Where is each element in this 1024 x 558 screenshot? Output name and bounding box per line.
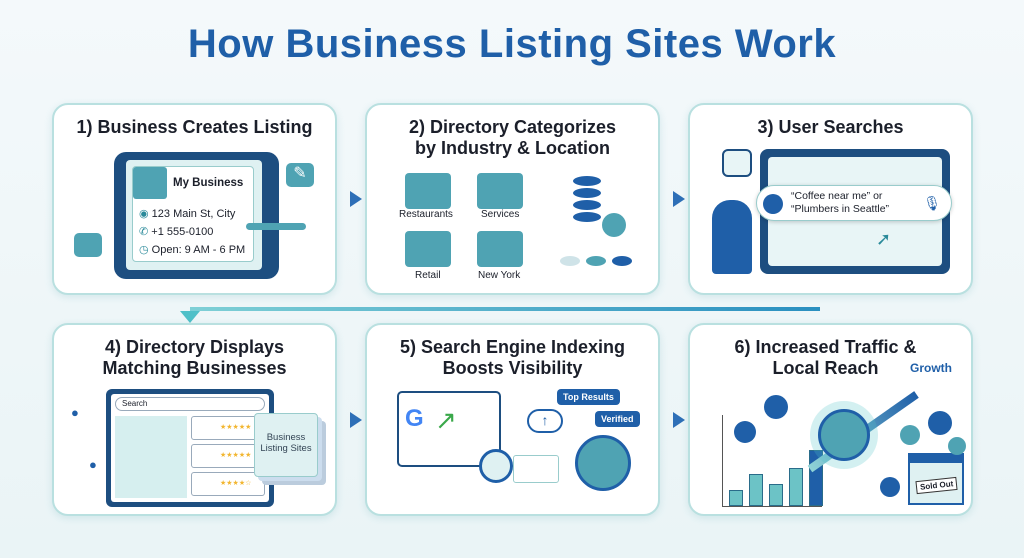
stack-label: Business Listing Sites [260, 432, 312, 454]
filter-icon [602, 213, 626, 237]
microphone-icon: 🎙 [923, 195, 941, 211]
pencil-icon: ✎ [286, 163, 314, 187]
cloud-upload-icon: ↑ [527, 409, 563, 433]
search-bar: “Coffee near me” or “Plumbers in Seattle… [756, 185, 952, 221]
database-small-icon [559, 255, 581, 267]
phone-icon: ✆ [139, 226, 152, 238]
chat-phone-icon [900, 425, 920, 445]
connector-arrow [180, 311, 200, 323]
person-icon [712, 200, 752, 274]
step-title: 2) Directory Categorizes by Industry & L… [408, 117, 617, 158]
smiley-icon [948, 437, 966, 455]
step-2-card: 2) Directory Categorizes by Industry & L… [365, 103, 660, 295]
step-title: 1) Business Creates Listing [76, 117, 313, 137]
retail-folder-icon [405, 231, 451, 267]
map-pin-icon: ● [89, 457, 97, 472]
step-6-card: 6) Increased Traffic & Local Reach Growt… [688, 323, 973, 516]
sold-out-sign: Sold Out [915, 476, 958, 495]
category-label: Retail [415, 270, 441, 281]
hours: ◷ Open: 9 AM - 6 PM [139, 244, 246, 256]
step-5-card: 5) Search Engine Indexing Boosts Visibil… [365, 323, 660, 516]
listing-sites-stack: Business Listing Sites [254, 413, 318, 477]
database-small-icon [585, 255, 607, 267]
trend-arrow-icon: ↗ [435, 405, 457, 435]
search-query: “Coffee near me” or “Plumbers in Seattle… [791, 190, 890, 215]
database-small-icon [611, 255, 633, 267]
step-4-card: 4) Directory Displays Matching Businesse… [52, 323, 337, 516]
globe-icon [575, 435, 631, 491]
web-magnifier-icon [479, 449, 513, 483]
step-1-card: 1) Business Creates Listing My Business … [52, 103, 337, 295]
phone-icon [734, 421, 756, 443]
pin-icon: ◉ [139, 208, 152, 220]
arrow-2-3 [673, 191, 685, 207]
cursor-icon: ➚ [876, 229, 892, 249]
step-3-card: 3) User Searches “Coffee near me” or “Pl… [688, 103, 973, 295]
user-edit-icon [74, 233, 102, 257]
page-title: How Business Listing Sites Work [187, 22, 837, 66]
phone: ✆ +1 555-0100 [139, 226, 214, 238]
arrow-5-6 [673, 412, 685, 428]
location-folder-icon [477, 231, 523, 267]
result-card [513, 455, 559, 483]
category-label: Services [481, 209, 520, 220]
restaurants-folder-icon [405, 173, 451, 209]
step-title: 3) User Searches [757, 117, 904, 137]
verified-badge: Verified [595, 411, 640, 427]
top-results-badge: Top Results [557, 389, 620, 405]
footprint-icon [764, 395, 788, 419]
clock-icon: ◷ [139, 244, 152, 256]
map-pin-icon: ● [71, 405, 79, 420]
search-input[interactable]: Search [115, 397, 265, 411]
listing-row: ★★★★☆ [191, 472, 265, 496]
browser-bubble-icon [928, 411, 952, 435]
globe-icon [818, 409, 870, 461]
arrow-4-5 [350, 412, 362, 428]
services-folder-icon [477, 173, 523, 209]
stylus-icon [246, 223, 306, 230]
business-name: My Business [173, 177, 244, 189]
cursor-icon [880, 477, 900, 497]
store-icon [133, 167, 167, 199]
connector-line [190, 307, 820, 311]
magnifier-icon [722, 149, 752, 177]
google-icon: G [405, 405, 424, 432]
tablet-illustration: My Business ◉ 123 Main St, City ✆ +1 555… [114, 152, 279, 279]
user-icon [763, 194, 783, 214]
step-title: 4) Directory Displays Matching Businesse… [102, 337, 287, 378]
step-title: 6) Increased Traffic & Local Reach [734, 337, 917, 378]
category-label: Restaurants [399, 209, 453, 220]
map-area [115, 416, 187, 498]
growth-label: Growth [910, 361, 952, 375]
arrow-1-2 [350, 191, 362, 207]
browser-window: Search ★★★★★ ★★★★★ ★★★★☆ [106, 389, 274, 507]
storefront-icon: Sold Out [908, 453, 964, 505]
step-title: 5) Search Engine Indexing Boosts Visibil… [399, 337, 626, 378]
category-label: New York [478, 270, 521, 281]
address: ◉ 123 Main St, City [139, 208, 236, 220]
